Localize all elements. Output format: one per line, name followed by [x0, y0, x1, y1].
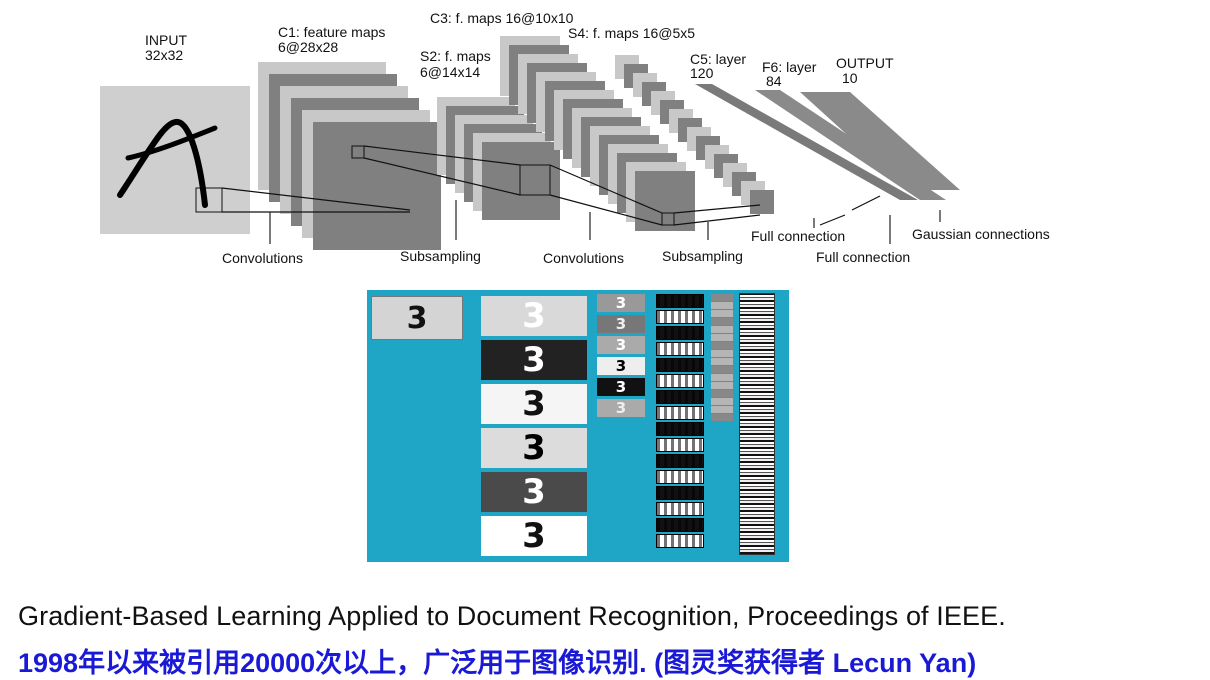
citation-line-1: Gradient-Based Learning Applied to Docum… [18, 601, 1006, 631]
viz-s2-map-3: 3 [597, 336, 645, 354]
conn-s4-c5-b [673, 214, 761, 226]
output-label: OUTPUT [836, 55, 894, 71]
conn-input-c1-a [221, 187, 411, 211]
c5-band [695, 84, 918, 200]
viz-c1-map-1: 3 [481, 296, 587, 336]
viz-s4-map-7 [711, 342, 733, 349]
viz-c3-map-1 [656, 294, 704, 308]
viz-s4-map-1 [711, 294, 733, 301]
feature-map-stacks [100, 36, 960, 250]
viz-c3-map-15 [656, 518, 704, 532]
lenet-architecture-diagram: INPUT 32x32 C1: feature maps 6@28x28 S2:… [100, 10, 1050, 266]
viz-c1-map-4: 3 [481, 428, 587, 468]
op-full-connection-1: Full connection [751, 228, 845, 244]
output-band [800, 92, 960, 190]
c3-map-16 [635, 171, 695, 231]
viz-s4-map-14 [711, 398, 733, 405]
s4-receptive-box [661, 212, 675, 226]
viz-s4-map-10 [711, 366, 733, 373]
input-size: 32x32 [145, 47, 183, 63]
conn-s2-s4-a [549, 164, 663, 214]
conn-f6-b [851, 195, 881, 211]
output-size: 10 [842, 70, 858, 86]
conn-c1-s2-a [363, 145, 521, 166]
viz-s4-map-6 [711, 334, 733, 341]
viz-s2-map-5: 3 [597, 378, 645, 396]
viz-c1-map-3: 3 [481, 384, 587, 424]
c1-size: 6@28x28 [278, 39, 338, 55]
viz-c1-map-2: 3 [481, 340, 587, 380]
s4-label: S4: f. maps 16@5x5 [568, 25, 695, 41]
viz-c3-map-11 [656, 454, 704, 468]
viz-c3-map-14 [656, 502, 704, 516]
c5-label: C5: layer [690, 51, 746, 67]
input-label: INPUT [145, 32, 187, 48]
viz-c3-map-13 [656, 486, 704, 500]
viz-c3-map-5 [656, 358, 704, 372]
viz-c1-map-5: 3 [481, 472, 587, 512]
viz-c3-map-10 [656, 438, 704, 452]
c1-label: C1: feature maps [278, 24, 385, 40]
viz-s4-map-15 [711, 406, 733, 413]
s2-receptive-box [519, 164, 551, 196]
viz-c3-map-3 [656, 326, 704, 340]
viz-s2-map-4: 3 [597, 357, 645, 375]
viz-s4-map-13 [711, 390, 733, 397]
s2-map-6 [482, 142, 560, 220]
conn-f6-a [819, 214, 846, 226]
f6-size: 84 [766, 73, 782, 89]
op-gaussian-connections: Gaussian connections [912, 226, 1050, 242]
viz-c1-map-6: 3 [481, 516, 587, 556]
viz-s2-map-2: 3 [597, 315, 645, 333]
viz-s2-map-1: 3 [597, 294, 645, 312]
viz-s4-map-11 [711, 374, 733, 381]
c3-label: C3: f. maps 16@10x10 [430, 10, 574, 26]
viz-c3-map-9 [656, 422, 704, 436]
input-image [100, 86, 250, 234]
s4-map-16 [750, 190, 774, 214]
s2-size: 6@14x14 [420, 64, 480, 80]
op-convolutions-2: Convolutions [543, 250, 624, 266]
s2-label: S2: f. maps [420, 48, 491, 64]
op-convolutions-1: Convolutions [222, 250, 303, 266]
viz-s4-map-12 [711, 382, 733, 389]
citation-line-2: 1998年以来被引用20000次以上，广泛用于图像识别. (图灵奖获得者 Lec… [18, 648, 977, 678]
input-handwritten-A [117, 119, 218, 208]
viz-s4-map-4 [711, 318, 733, 325]
operation-ticks [269, 200, 941, 244]
c1-map-6 [313, 122, 441, 250]
c5-size: 120 [690, 65, 714, 81]
conn-c1-s2-b [363, 157, 521, 196]
viz-s4-map-3 [711, 310, 733, 317]
c1-receptive-box [351, 145, 365, 159]
viz-s4-map-9 [711, 358, 733, 365]
op-full-connection-2: Full connection [816, 249, 910, 265]
connection-lines [221, 145, 881, 226]
viz-c3-map-7 [656, 390, 704, 404]
conn-s4-c5-a [673, 204, 761, 214]
viz-s4-map-16 [711, 414, 733, 421]
conn-s2-s4-b [549, 194, 663, 226]
viz-s4-map-8 [711, 350, 733, 357]
op-subsampling-1: Subsampling [400, 248, 481, 264]
viz-c3-map-8 [656, 406, 704, 420]
viz-c3-map-16 [656, 534, 704, 548]
viz-s2-map-6: 3 [597, 399, 645, 417]
viz-c3-map-6 [656, 374, 704, 388]
input-receptive-box [195, 187, 223, 213]
viz-c3-map-2 [656, 310, 704, 324]
viz-s4-map-5 [711, 326, 733, 333]
f6-label: F6: layer [762, 59, 817, 75]
viz-s4-map-2 [711, 302, 733, 309]
viz-c5-column [739, 293, 775, 555]
op-subsampling-2: Subsampling [662, 248, 743, 264]
viz-c3-map-12 [656, 470, 704, 484]
viz-input-digit: 3 [371, 296, 463, 340]
viz-c3-map-4 [656, 342, 704, 356]
